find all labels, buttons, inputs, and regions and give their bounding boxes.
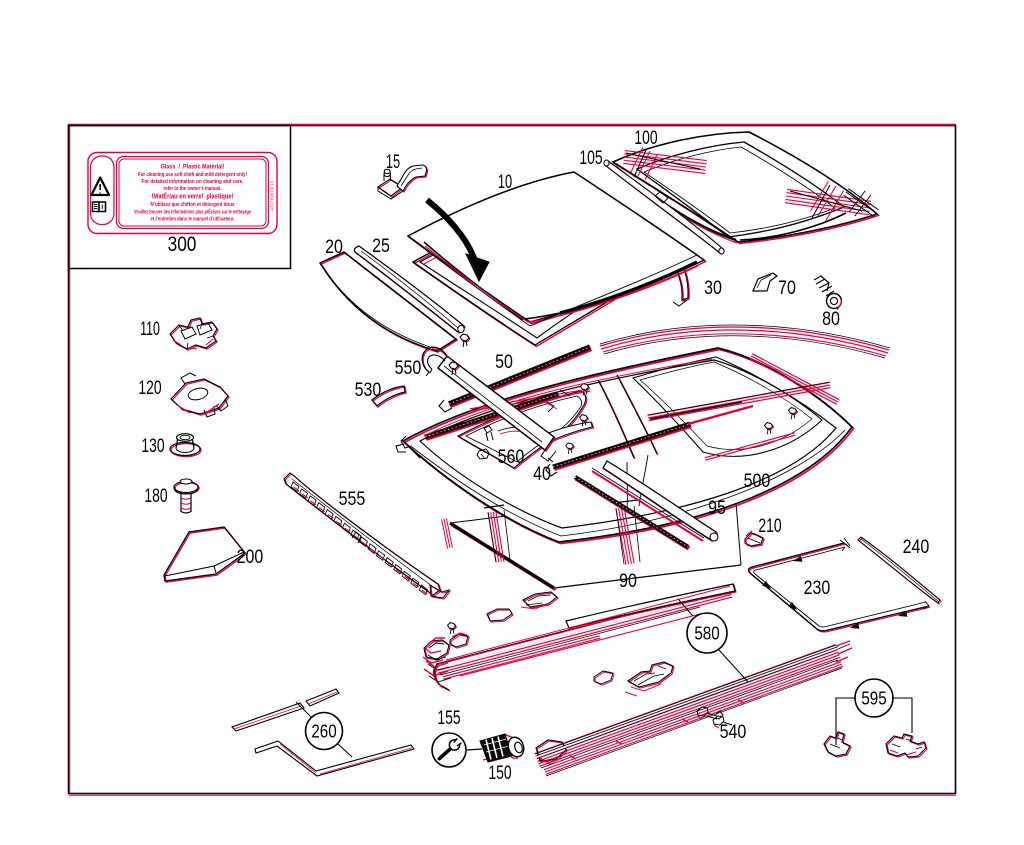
svg-text:560: 560 <box>498 446 525 468</box>
svg-text:25: 25 <box>372 235 390 257</box>
svg-text:150: 150 <box>488 762 511 784</box>
svg-text:555: 555 <box>339 488 366 510</box>
svg-text:!MatÉriau en verre/ plastique: !MatÉriau en verre/ plastique! <box>152 192 234 201</box>
svg-text:200: 200 <box>237 546 264 568</box>
svg-text:80: 80 <box>822 308 840 330</box>
svg-text:155: 155 <box>437 707 460 729</box>
svg-text:Glass / Plastic Material!: Glass / Plastic Material! <box>161 164 225 171</box>
svg-text:For cleaning use soft cloth an: For cleaning use soft cloth and mild det… <box>138 172 247 178</box>
svg-text:230: 230 <box>804 577 831 599</box>
svg-text:595: 595 <box>861 688 886 709</box>
svg-text:100: 100 <box>634 127 657 149</box>
svg-text:Veuillez trouver des informati: Veuillez trouver des informations plus p… <box>134 208 251 216</box>
svg-text:580: 580 <box>694 623 719 644</box>
svg-text:90: 90 <box>619 570 637 592</box>
svg-text:10: 10 <box>498 171 512 193</box>
svg-text:refer to the owner’s manual.: refer to the owner’s manual. <box>164 186 222 192</box>
svg-text:70: 70 <box>778 277 796 299</box>
svg-text:30: 30 <box>704 277 722 299</box>
svg-text:130: 130 <box>141 435 164 457</box>
svg-text:95: 95 <box>708 497 726 519</box>
svg-text:180: 180 <box>144 485 167 507</box>
svg-text:110: 110 <box>140 318 160 340</box>
svg-text:300: 300 <box>168 233 197 256</box>
svg-text:210: 210 <box>758 515 781 537</box>
svg-text:40: 40 <box>533 463 551 485</box>
svg-text:530: 530 <box>355 379 382 401</box>
svg-text:N’utilisez que chiffon et déte: N’utilisez que chiffon et détergent doux <box>151 202 236 208</box>
svg-text:500: 500 <box>744 470 771 492</box>
svg-text:For detailed information on cl: For detailed information on cleaning and… <box>142 179 244 185</box>
svg-text:15: 15 <box>386 151 400 173</box>
svg-text:120: 120 <box>138 377 161 399</box>
svg-text:et l’entretien dans le manuel: et l’entretien dans le manuel d’utilisat… <box>151 217 235 223</box>
svg-text:A217 820 03 13: A217 820 03 13 <box>270 181 275 211</box>
svg-text:540: 540 <box>720 721 747 743</box>
svg-text:550: 550 <box>395 357 422 379</box>
svg-text:260: 260 <box>311 721 336 742</box>
svg-text:20: 20 <box>325 236 343 258</box>
svg-text:50: 50 <box>495 351 513 373</box>
svg-text:240: 240 <box>903 536 930 558</box>
svg-text:105: 105 <box>579 147 602 169</box>
